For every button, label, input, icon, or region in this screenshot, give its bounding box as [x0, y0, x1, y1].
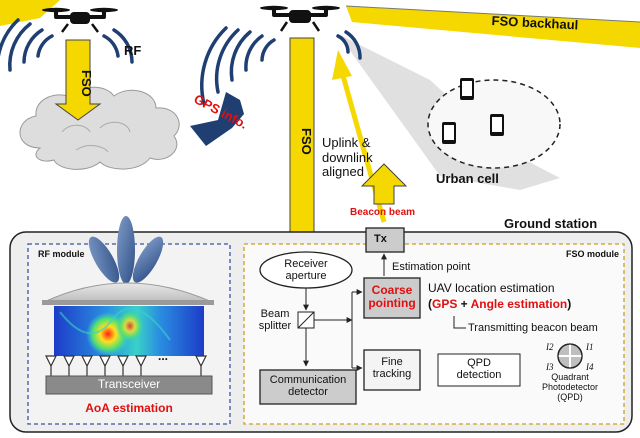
antenna-icon [135, 355, 147, 376]
fso-left-label: FSO [79, 70, 94, 97]
uav-location-estimation-label: UAV location estimation [428, 281, 555, 295]
rf-label: RF [124, 43, 142, 58]
uplink-downlink-label: Uplink & downlink aligned [322, 135, 373, 180]
tx-box [365, 227, 405, 253]
gps-angle-estimation-line: (GPS + Angle estimation) [428, 297, 572, 311]
radome-base [42, 300, 214, 305]
antenna-icon [45, 355, 57, 376]
fso-module-label: FSO module [566, 249, 620, 259]
left-backhaul-beam [0, 0, 60, 26]
beacon-beam-arrow [360, 163, 408, 205]
beam-splitter-label: Beam splitter [258, 308, 292, 333]
qpd-i1-label: I1 [586, 342, 594, 352]
rf-beam-pattern-icon [88, 216, 164, 284]
cloud-icon [19, 86, 180, 170]
antenna-icon [99, 355, 111, 376]
antenna-icon [81, 355, 93, 376]
estimation-point-label: Estimation point [392, 261, 471, 273]
antenna-icon [195, 355, 207, 376]
qpd-i2-label: I2 [546, 342, 554, 352]
fso-left-beam-arrow [54, 39, 102, 121]
transceiver-label: Transceiver [97, 377, 161, 391]
aoa-heatmap [54, 306, 204, 356]
rf-wave-left [0, 18, 134, 72]
antenna-array [45, 355, 207, 376]
rf-wave-right [336, 30, 362, 60]
qpd-i4-label: I4 [586, 362, 594, 372]
drone-icon [42, 7, 118, 33]
transmitting-beacon-beam-label: Transmitting beacon beam [468, 322, 598, 334]
tx-label: Tx [374, 233, 387, 245]
urban-cell-label: Urban cell [436, 171, 499, 186]
qpd-detection-box [437, 353, 521, 387]
qpd-i3-label: I3 [546, 362, 554, 372]
rf-wave-center [200, 26, 276, 106]
ground-station-label: Ground station [504, 216, 598, 231]
qpd-detection-label: QPD detection [456, 357, 502, 382]
paren-close: ) [567, 297, 572, 311]
antenna-ellipsis: ... [158, 349, 169, 363]
receiver-aperture-label: Receiver aperture [284, 258, 328, 283]
paren-open: ( [428, 297, 432, 311]
gps-label: GPS [432, 297, 458, 311]
antenna-icon [117, 355, 129, 376]
coarse-pointing-label: Coarse pointing [368, 283, 416, 311]
fine-tracking-box [363, 349, 421, 391]
transceiver-bar [45, 375, 213, 395]
qpd-icon [557, 343, 583, 369]
fso-main-label: FSO [299, 128, 314, 155]
beam-splitter-icon [297, 311, 315, 329]
smartphone-icon [460, 78, 474, 100]
communication-detector-label: Communication detector [269, 374, 347, 399]
antenna-icon [63, 355, 75, 376]
fine-tracking-label: Fine tracking [372, 356, 412, 381]
drone-icon [260, 5, 340, 32]
smartphone-icon [490, 114, 504, 136]
fso-backhaul-beam [345, 5, 640, 48]
coarse-pointing-box [363, 277, 421, 319]
quadrant-photodetector-label: Quadrant Photodetector (QPD) [541, 372, 599, 403]
signal-paths [303, 253, 466, 371]
radome [43, 282, 213, 303]
angle-estimation-label: Angle estimation [470, 297, 568, 311]
aoa-estimation-label: AoA estimation [85, 401, 173, 415]
smartphone-icon [442, 122, 456, 144]
communication-detector-box [259, 369, 357, 405]
gps-info-arrow [190, 92, 244, 146]
beacon-beam-label: Beacon beam [350, 207, 416, 218]
plus-label: + [457, 297, 471, 311]
rf-module-label: RF module [38, 249, 85, 259]
